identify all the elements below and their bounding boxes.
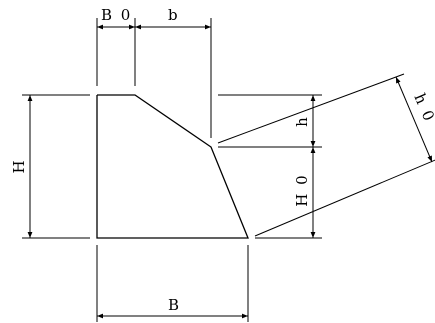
extension-line-slope-upper	[217, 73, 405, 144]
dimension-line-h0	[395, 76, 433, 163]
label-h: h	[293, 115, 311, 127]
label-b0: B 0	[101, 6, 132, 24]
wall-profile-outline	[96, 94, 249, 239]
extension-line-slope-lower	[254, 159, 435, 237]
label-b: b	[168, 6, 180, 24]
label-B: B	[168, 296, 181, 314]
label-H0: H 0	[293, 173, 311, 206]
label-H: H	[10, 158, 28, 173]
